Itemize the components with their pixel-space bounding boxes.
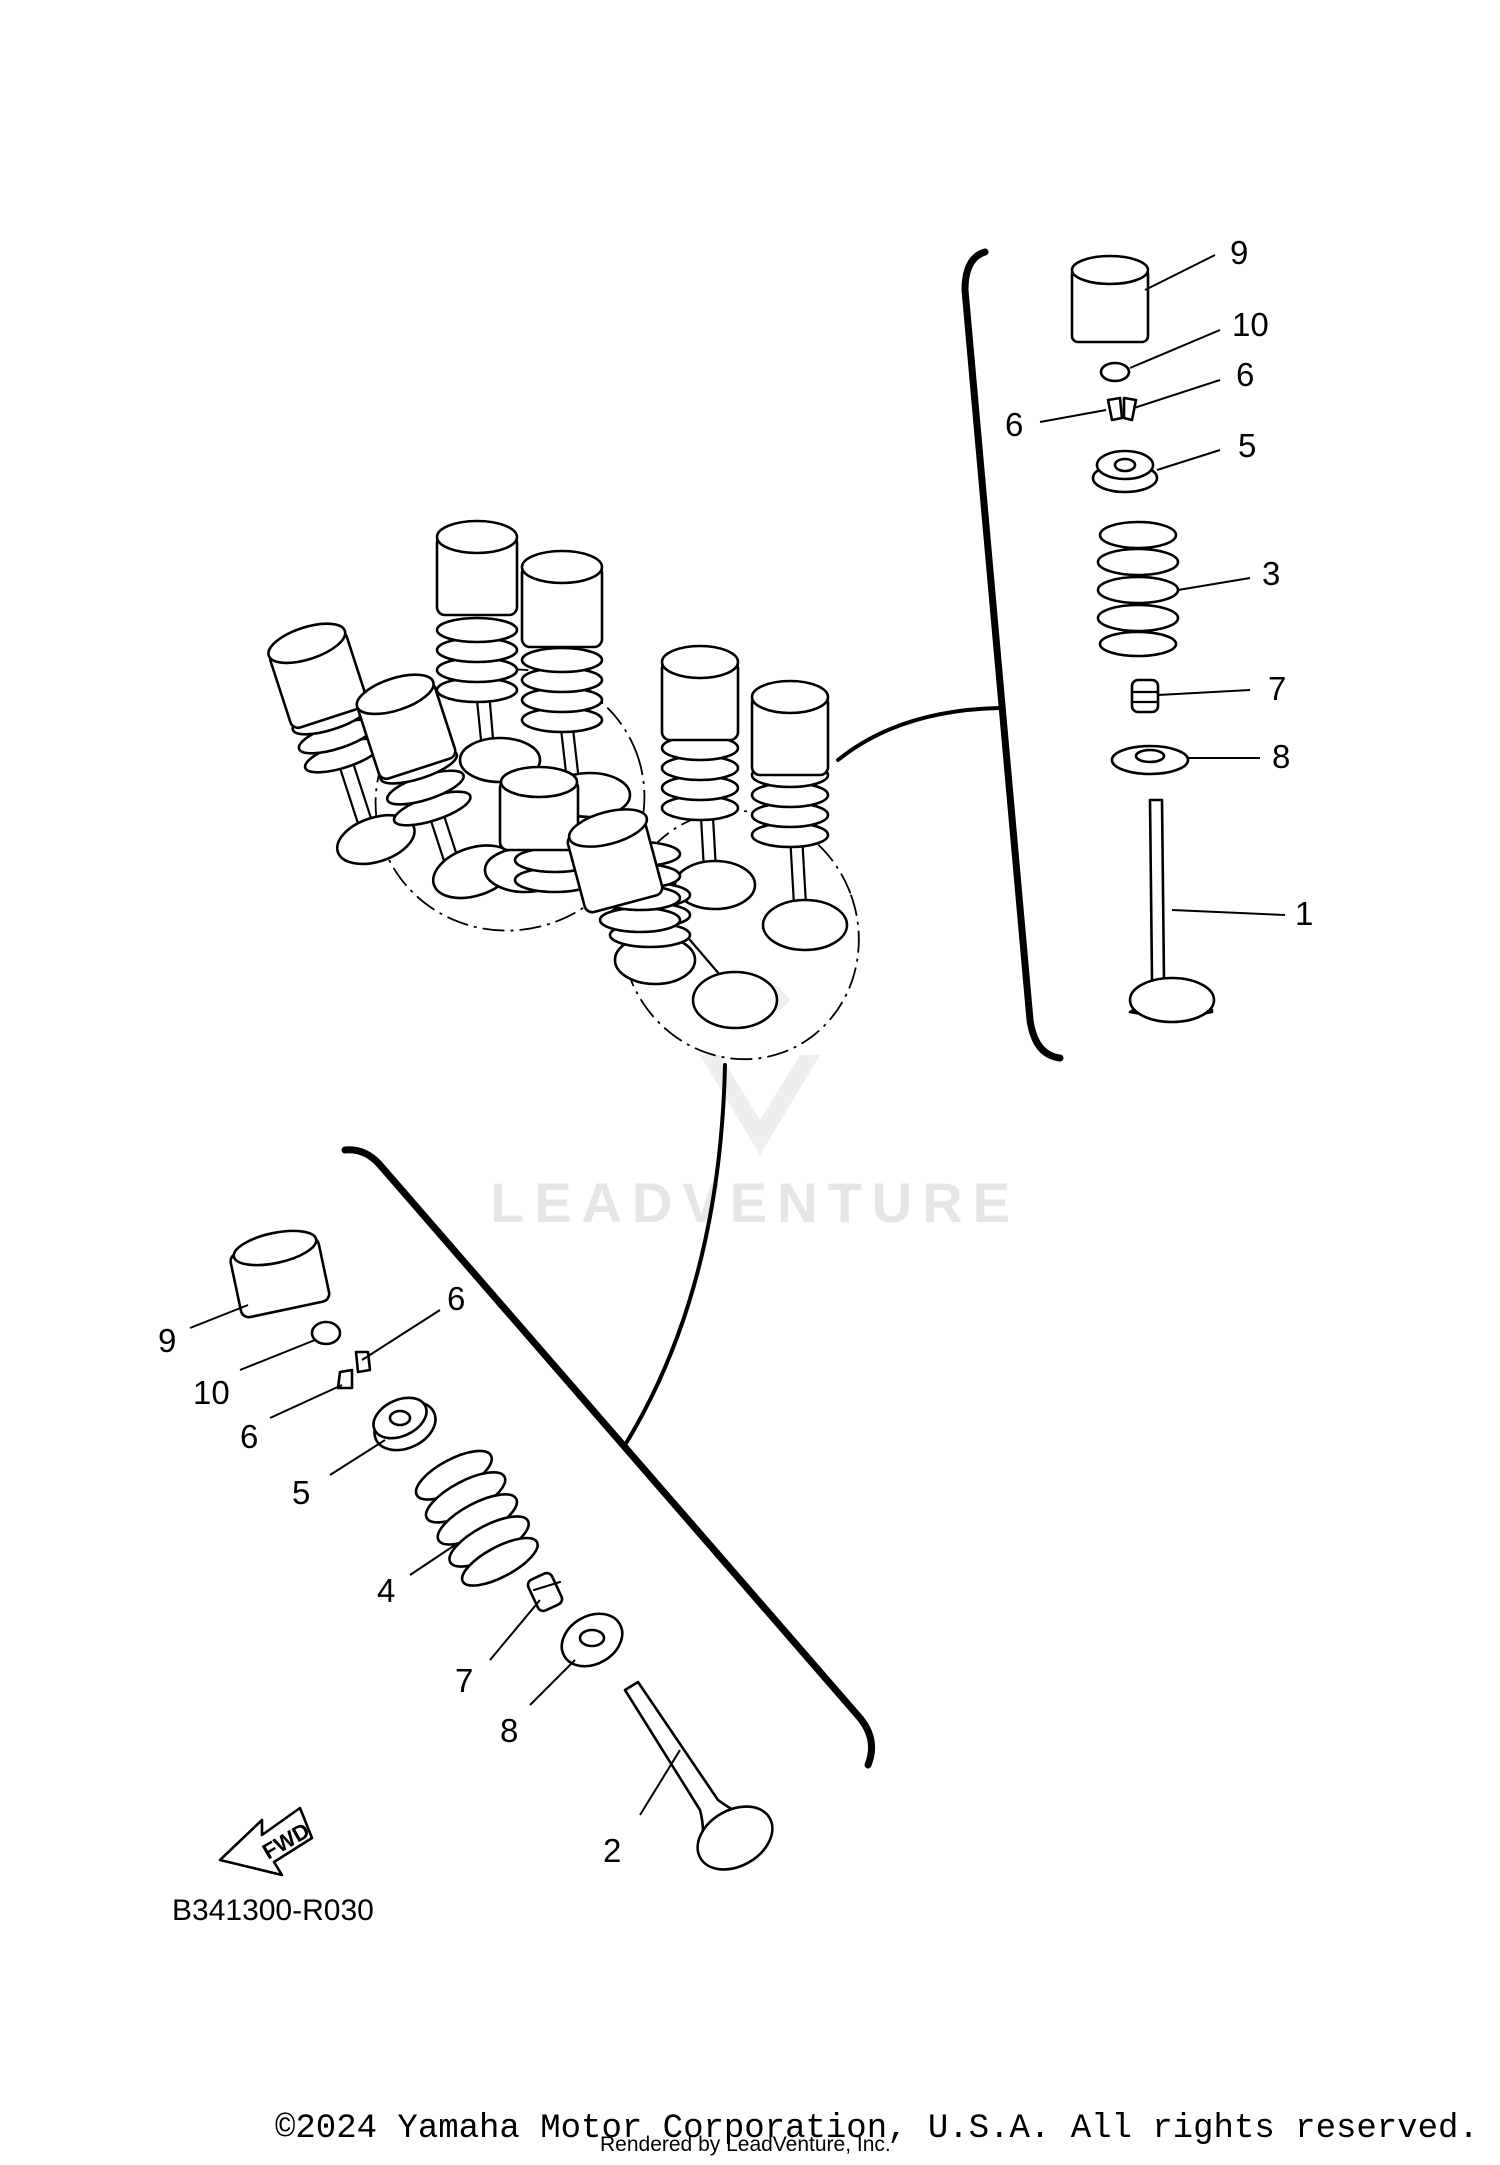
spring-retainer-lower (372, 1396, 437, 1452)
lower-exploded-view: 9 6 10 6 5 4 7 8 2 (158, 1146, 876, 1871)
leadventure-watermark: LEADVENTURE (490, 980, 1020, 1234)
cluster-valve-9 (566, 808, 779, 1030)
intake-valve (1128, 798, 1216, 1024)
callout-7-lower: 7 (455, 1662, 473, 1699)
valve-spring-inner-upper (1096, 520, 1180, 658)
exhaust-valve (623, 1680, 774, 1871)
callout-9-upper: 9 (1230, 234, 1248, 271)
valve-cotter-upper (1106, 396, 1138, 422)
valve-spring-outer (414, 1449, 539, 1587)
upper-bracket (961, 248, 1064, 1062)
callout-3: 3 (1262, 555, 1280, 592)
adjusting-pad-lower (310, 1320, 342, 1346)
watermark-text: LEADVENTURE (490, 1171, 1020, 1234)
callout-8-upper: 8 (1272, 738, 1290, 775)
valve-cotter-lower (336, 1350, 372, 1390)
valve-lifter-lower (229, 1229, 331, 1319)
callout-7-upper: 7 (1268, 670, 1286, 707)
spring-seat-upper (1110, 744, 1190, 776)
callout-5-upper: 5 (1238, 427, 1256, 464)
lower-bracket (341, 1146, 876, 1769)
cluster-valve-3 (267, 622, 416, 866)
cluster-valve-1 (435, 519, 542, 784)
fwd-arrow-icon: FWD (218, 1806, 314, 1877)
callout-10-upper: 10 (1232, 306, 1269, 343)
callout-2: 2 (603, 1832, 621, 1869)
callout-1: 1 (1295, 895, 1313, 932)
callout-6a-lower: 6 (447, 1280, 465, 1317)
adjusting-pad-upper (1099, 361, 1131, 383)
valve-cluster-assembly (267, 519, 860, 1447)
cluster-valve-7 (750, 679, 849, 952)
cluster-valve-6 (660, 644, 757, 911)
copyright-text: ©2024 Yamaha Motor Corporation, U.S.A. A… (275, 2110, 1479, 2148)
callout-5-lower: 5 (292, 1474, 310, 1511)
valve-lifter-upper (1070, 254, 1150, 344)
callout-6b-upper: 6 (1005, 406, 1023, 443)
callout-6a-upper: 6 (1236, 356, 1254, 393)
spring-retainer-upper (1091, 449, 1159, 494)
callout-6b-lower: 6 (240, 1418, 258, 1455)
lower-connector-line (623, 1063, 727, 1447)
upper-exploded-view: 9 10 6 6 5 3 7 8 1 (836, 234, 1313, 1062)
callout-4: 4 (377, 1572, 395, 1609)
valve-stem-seal-upper (1130, 678, 1160, 714)
figure-code: B341300-R030 (172, 1894, 374, 1927)
valve-stem-seal-lower (526, 1571, 564, 1613)
callout-8-lower: 8 (500, 1712, 518, 1749)
callout-9-lower: 9 (158, 1322, 176, 1359)
callout-10-lower: 10 (193, 1374, 230, 1411)
spring-seat-lower (560, 1612, 624, 1668)
rendered-by-text: Rendered by LeadVenture, Inc. (600, 2133, 891, 2156)
upper-connector-line (836, 706, 1002, 762)
